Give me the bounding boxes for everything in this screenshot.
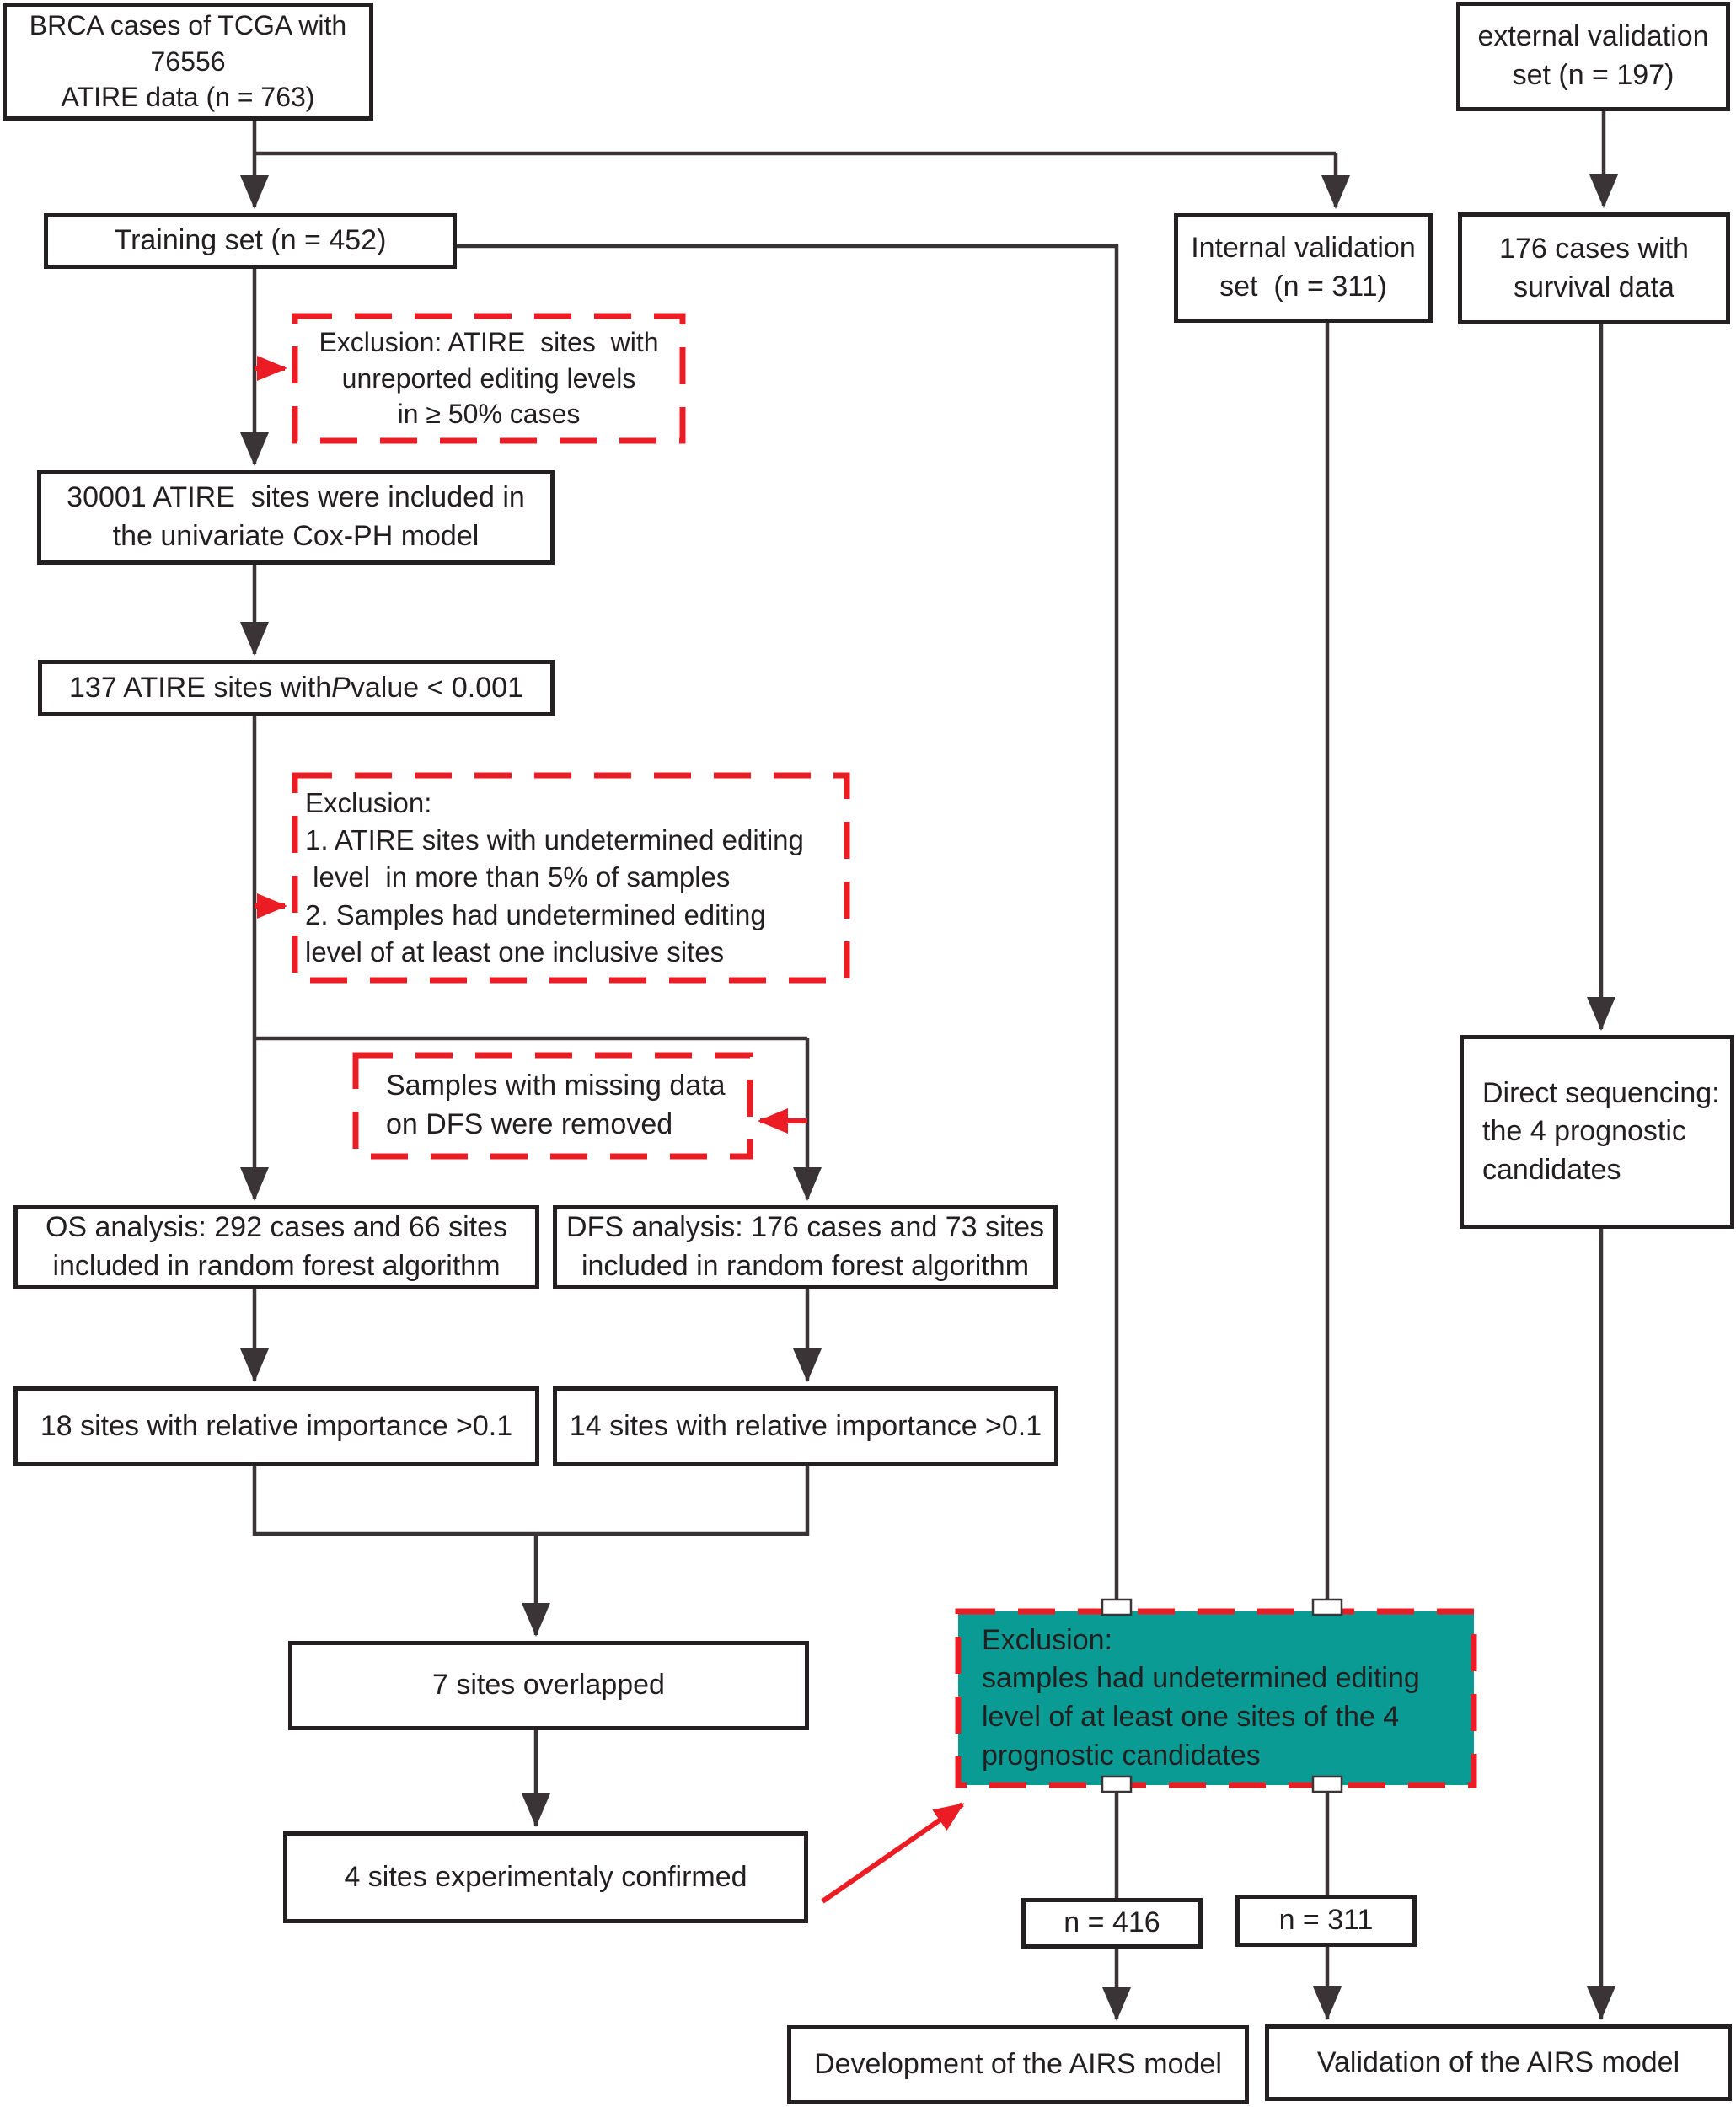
line-jump-notch <box>1101 1775 1133 1793</box>
box-internal-validation-set: Internal validation set (n = 311) <box>1174 213 1433 323</box>
line-jump-notch <box>1101 1598 1133 1616</box>
box-n-416: n = 416 <box>1021 1898 1203 1949</box>
box-30001-atire-sites: 30001 ATIRE sites were included in the u… <box>37 470 555 565</box>
label-exclusion-3: Exclusion: samples had undetermined edit… <box>982 1623 1420 1772</box>
exclusion-1-dashed-border <box>292 313 686 444</box>
box-4-sites-confirmed: 4 sites experimentaly confirmed <box>283 1831 808 1923</box>
p137-italic-p: P <box>331 671 351 704</box>
box-os-analysis: OS analysis: 292 cases and 66 sites incl… <box>13 1205 539 1289</box>
box-brca-cases: BRCA cases of TCGA with 76556 ATIRE data… <box>3 3 373 121</box>
box-7-sites-overlapped: 7 sites overlapped <box>288 1641 809 1730</box>
box-external-validation-set: external validation set (n = 197) <box>1456 2 1730 111</box>
label-exclusion-1: Exclusion: ATIRE sites with unreported e… <box>319 326 659 430</box>
exclusion-3-teal-box <box>955 1608 1477 1788</box>
box-137-atire-sites: 137 ATIRE sites with P value < 0.001 <box>38 660 555 716</box>
line-jump-notch <box>1311 1598 1343 1616</box>
box-18-sites: 18 sites with relative importance >0.1 <box>13 1386 539 1466</box>
box-dfs-analysis: DFS analysis: 176 cases and 73 sites inc… <box>553 1205 1058 1289</box>
p137-suffix: value < 0.001 <box>350 671 523 704</box>
box-n-311: n = 311 <box>1235 1895 1417 1947</box>
box-development-airs-model: Development of the AIRS model <box>787 2025 1249 2104</box>
box-14-sites: 14 sites with relative importance >0.1 <box>553 1386 1058 1466</box>
exclusion-2-dashed-border <box>292 772 850 984</box>
red-arrow-4sites-to-exclusion-3 <box>821 1802 965 1904</box>
box-validation-airs-model: Validation of the AIRS model <box>1265 2024 1732 2101</box>
p137-prefix: 137 ATIRE sites with <box>69 671 332 704</box>
label-dfs-samples-removed: Samples with missing data on DFS were re… <box>386 1070 726 1140</box>
label-exclusion-2: Exclusion: 1. ATIRE sites with undetermi… <box>305 786 804 968</box>
line-jump-notch <box>1311 1775 1343 1793</box>
box-176-cases-survival: 176 cases with survival data <box>1458 212 1730 324</box>
box-training-set: Training set (n = 452) <box>44 213 457 269</box>
dfs-removed-dashed-border <box>352 1052 753 1160</box>
box-direct-sequencing: Direct sequencing: the 4 prognostic cand… <box>1460 1035 1734 1229</box>
